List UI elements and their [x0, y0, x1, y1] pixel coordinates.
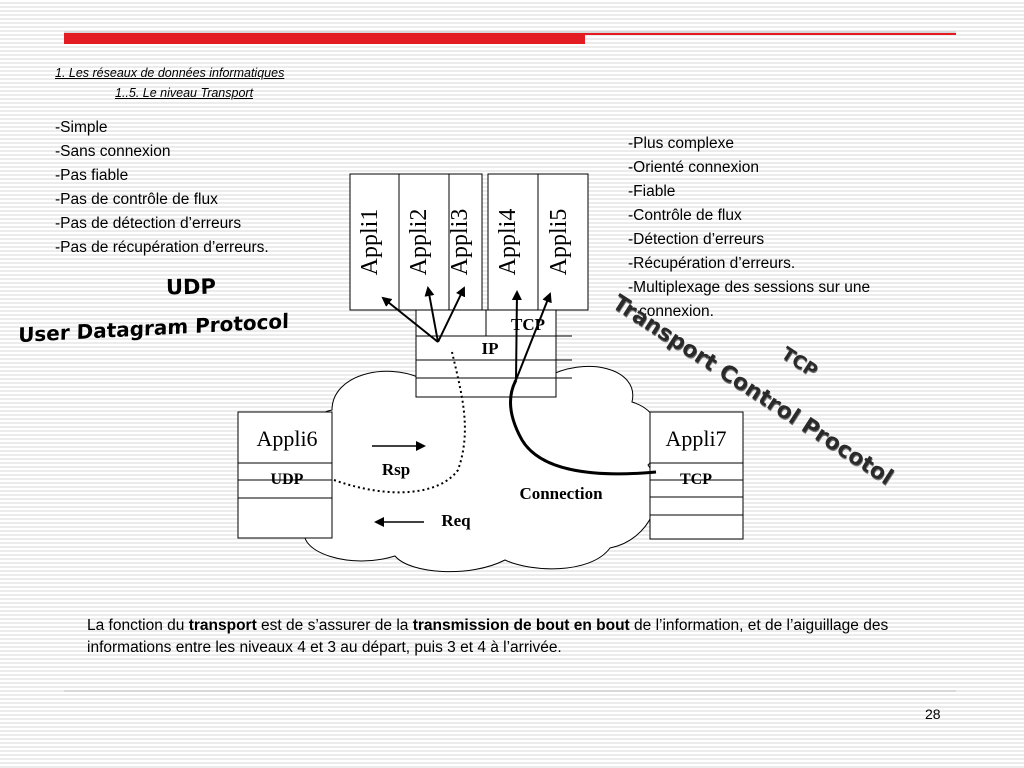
list-item: -Fiable	[628, 183, 676, 200]
list-item: -Simple	[55, 119, 108, 136]
description-bold-end-to-end: transmission de bout en bout	[412, 617, 630, 634]
description-text: La fonction du	[87, 617, 189, 634]
tcp-feature-list: -Plus complexe -Orienté connexion -Fiabl…	[628, 132, 870, 324]
app-label-appli5: Appli5	[546, 209, 572, 276]
transport-description: La fonction du transport est de s’assure…	[87, 615, 957, 659]
left-host-proto-label: UDP	[271, 471, 304, 488]
app-label-appli4: Appli4	[495, 209, 521, 276]
left-host-app-label: Appli6	[256, 426, 317, 451]
list-item: -Plus complexe	[628, 135, 734, 152]
app-label-appli2: Appli2	[406, 209, 432, 276]
list-item: -Détection d’erreurs	[628, 231, 765, 248]
left-host-box	[237, 411, 333, 539]
right-host-app-label: Appli7	[665, 426, 726, 451]
udp-datagram-path	[333, 351, 466, 494]
page-number: 28	[925, 706, 941, 722]
section-heading: 1. Les réseaux de données informatiques	[55, 66, 285, 80]
multiplex-arrows	[381, 286, 552, 381]
protocol-stack-box	[415, 309, 572, 398]
right-host-proto-label: TCP	[680, 471, 712, 488]
list-item: -Pas de contrôle de flux	[55, 191, 218, 208]
tcp-connection-path	[509, 379, 657, 476]
rsp-label: Rsp	[382, 460, 410, 479]
subsection-heading: 1..5. Le niveau Transport	[115, 86, 254, 100]
description-text: de l’information, et de l’aiguillage des…	[87, 617, 889, 656]
right-host-box	[649, 411, 744, 540]
udp-title: UDP	[165, 274, 217, 300]
list-item: -Récupération d’erreurs.	[628, 255, 796, 272]
list-item: -Multiplexage des sessions sur une	[628, 279, 871, 296]
list-item: -Pas fiable	[55, 167, 129, 184]
list-item: -Pas de détection d’erreurs	[55, 215, 242, 232]
list-item: -Contrôle de flux	[628, 207, 742, 224]
app-label-appli1: Appli1	[357, 209, 383, 276]
connection-label: Connection	[519, 484, 603, 503]
app-label-appli3: Appli3	[447, 209, 473, 276]
req-label: Req	[441, 511, 471, 530]
stack-ip-label: IP	[482, 339, 499, 358]
list-item: -Pas de récupération d’erreurs.	[55, 239, 269, 256]
top-accent-bar	[64, 33, 585, 44]
top-rule-grey	[64, 31, 956, 33]
list-item-continuation: connexion.	[639, 303, 714, 320]
list-item: -Sans connexion	[55, 143, 171, 160]
list-item: -Orienté connexion	[628, 159, 759, 176]
description-text: est de s’assurer de la	[256, 617, 413, 634]
description-bold-transport: transport	[188, 617, 257, 634]
udp-feature-list: -Simple -Sans connexion -Pas fiable -Pas…	[55, 116, 269, 260]
bottom-rule	[64, 690, 956, 692]
top-accent-line	[585, 33, 956, 35]
